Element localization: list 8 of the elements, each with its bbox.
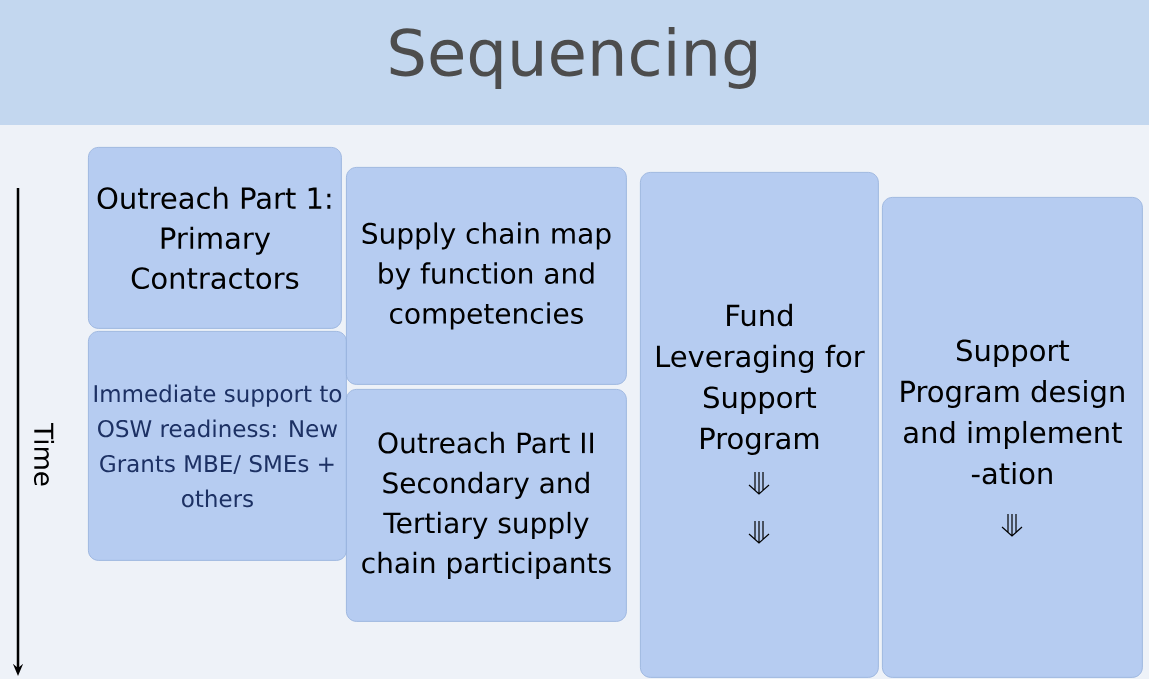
process-box: Immediate support to OSW readiness: New Grants MBE/ SMEs + others bbox=[88, 331, 347, 561]
process-box: Support Program design and implement -ation bbox=[882, 197, 1143, 678]
process-box: Fund Leveraging for Support Program bbox=[640, 172, 879, 678]
process-box: Outreach Part II Secondary and Tertiary supply chain participants bbox=[346, 389, 627, 622]
process-box: Outreach Part 1: Primary Contractors bbox=[88, 147, 342, 329]
title-banner: Sequencing bbox=[0, 0, 1149, 125]
axis-label: Time bbox=[33, 423, 55, 486]
process-box: Supply chain map by function and competencies bbox=[346, 167, 627, 385]
